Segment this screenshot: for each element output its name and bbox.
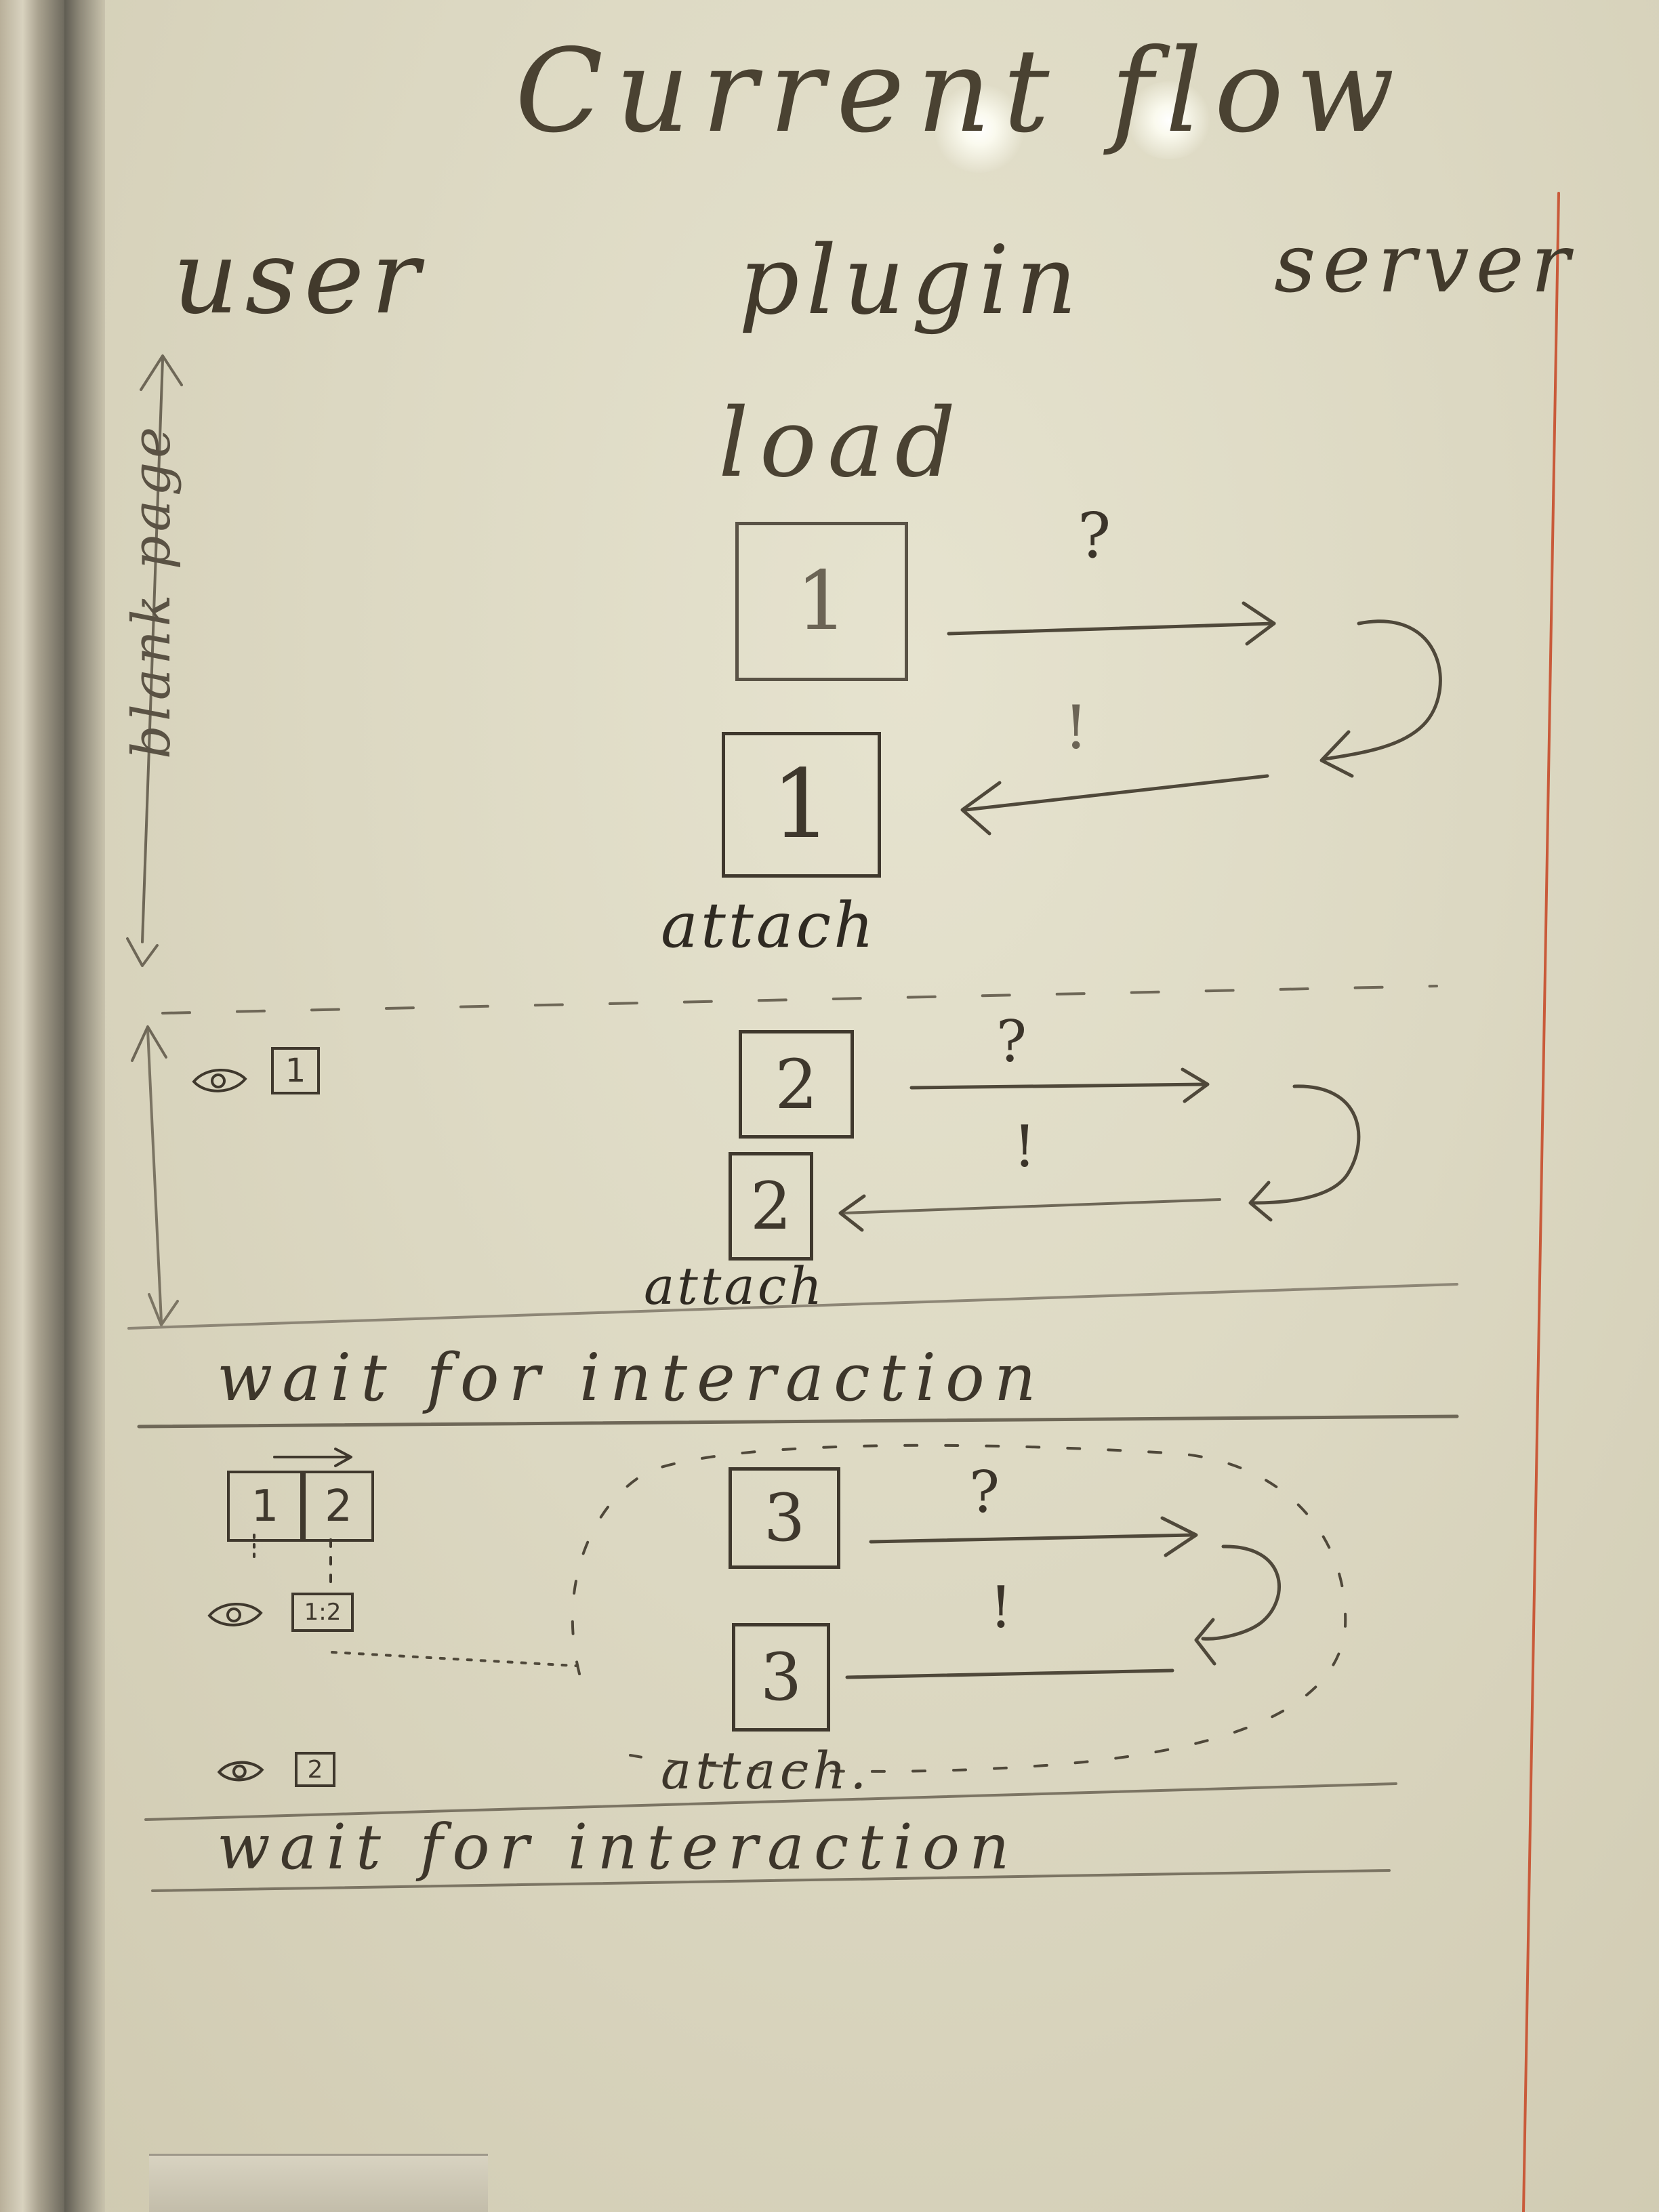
attach-label-3: attach.	[661, 1740, 871, 1801]
plugin-request-box-3: 3	[729, 1467, 840, 1569]
user-merge-box-2: 2	[303, 1471, 374, 1542]
phase-span-line	[146, 1029, 163, 1323]
divider-line	[137, 1414, 1459, 1429]
blank-page-span-line	[141, 358, 164, 943]
attach-label-1: attach	[661, 889, 877, 962]
light-glare	[1125, 81, 1213, 159]
server-turn-arrow-2	[1252, 1084, 1361, 1205]
user-view-box-1: 1	[271, 1047, 320, 1094]
request-arrow-1	[947, 621, 1276, 636]
divider-line	[127, 1283, 1458, 1330]
eye-icon	[207, 1603, 263, 1626]
response-arrow-1	[964, 774, 1269, 812]
user-merge-box-1: 1	[227, 1471, 303, 1542]
column-header-server: server	[1274, 217, 1577, 311]
plugin-response-box-2: 2	[729, 1152, 813, 1261]
arrowhead-left	[1319, 730, 1354, 778]
plugin-request-box-2: 2	[739, 1030, 854, 1139]
user-view-box-3: 2	[295, 1752, 335, 1787]
light-glare	[932, 85, 1027, 173]
blank-page-label: blank page	[121, 422, 182, 759]
arrowhead-left	[1248, 1181, 1273, 1222]
question-mark-3: ?	[969, 1459, 1000, 1525]
dotted-connector	[331, 1651, 577, 1667]
user-merged-view-box: 1:2	[291, 1593, 354, 1632]
arrowhead-down	[148, 1293, 179, 1326]
wait-for-interaction-label-1: wait for interaction	[217, 1340, 1046, 1416]
dashed-loop-grouping	[571, 1443, 1347, 1773]
plugin-request-box-1: 1	[735, 522, 908, 681]
question-mark-2: ?	[996, 1008, 1027, 1075]
arrowhead-right	[1181, 1067, 1210, 1103]
exclamation-mark-1: !	[1064, 693, 1088, 762]
title: Current flow	[515, 24, 1407, 159]
arrowhead-left	[1194, 1618, 1216, 1666]
server-turn-arrow-3	[1201, 1544, 1281, 1641]
plugin-response-box-3: 3	[732, 1623, 830, 1732]
column-header-user: user	[173, 219, 427, 337]
exclamation-mark-3: !	[989, 1574, 1012, 1641]
exclamation-mark-2: !	[1013, 1113, 1036, 1180]
arrowhead-left	[838, 1194, 866, 1232]
dashed-divider	[161, 985, 1438, 1015]
column-header-plugin: plugin	[739, 226, 1084, 336]
arrowhead-right	[1242, 601, 1276, 646]
arrowhead-right	[334, 1448, 352, 1467]
load-label: load	[718, 388, 967, 499]
arrowhead-right	[1160, 1516, 1198, 1557]
margin-line	[1522, 192, 1560, 2212]
response-arrow-2	[842, 1198, 1221, 1214]
eye-icon	[192, 1069, 247, 1092]
response-arrow-3	[845, 1668, 1174, 1679]
request-arrow-3	[869, 1533, 1195, 1544]
server-turn-arrow-1	[1323, 619, 1442, 761]
arrowhead-up	[131, 1025, 167, 1062]
request-arrow-2	[909, 1082, 1208, 1090]
whiteboard-frame-left	[0, 0, 64, 2212]
whiteboard-frame-inner	[64, 0, 105, 2212]
question-mark-1: ?	[1078, 499, 1111, 572]
eye-icon	[217, 1761, 264, 1782]
plugin-response-box-1: 1	[722, 732, 881, 878]
divider-line	[144, 1782, 1397, 1821]
attach-label-2: attach	[644, 1256, 825, 1316]
wait-for-interaction-label-2: wait for interaction	[217, 1811, 1019, 1883]
arrowhead-up	[140, 354, 183, 391]
marker-tray	[149, 2154, 488, 2212]
arrowhead-left	[960, 781, 1002, 836]
arrowhead-down	[126, 937, 159, 967]
divider-line	[151, 1869, 1391, 1892]
